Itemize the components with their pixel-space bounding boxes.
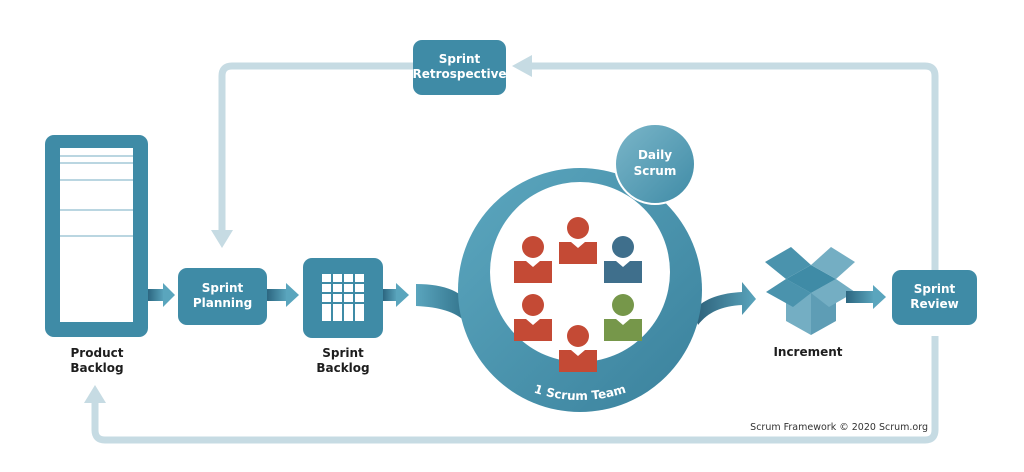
team-member-icon bbox=[604, 294, 642, 341]
team-member-icon bbox=[559, 217, 597, 264]
open-box-icon bbox=[765, 247, 855, 335]
review-to-retrospective-loop bbox=[512, 55, 939, 270]
grid-icon bbox=[322, 274, 364, 321]
scrum-team bbox=[514, 217, 642, 372]
sprint-backlog[interactable]: Sprint Backlog bbox=[303, 258, 383, 375]
sprint-exit-ribbon bbox=[694, 282, 756, 325]
flow-arrow-backlog-to-planning bbox=[148, 283, 175, 307]
copyright-footer: Scrum Framework © 2020 Scrum.org bbox=[750, 422, 928, 433]
sprint-retrospective-box bbox=[413, 40, 506, 95]
sprint-inner bbox=[490, 182, 670, 362]
daily-scrum[interactable]: Daily Scrum bbox=[614, 123, 696, 205]
sprint-backlog-label-line1: Sprint bbox=[322, 346, 364, 360]
daily-scrum-circle bbox=[614, 123, 696, 205]
sprint-backlog-label-line2: Backlog bbox=[316, 361, 369, 375]
flow-arrow-sprint-backlog-to-sprint bbox=[383, 283, 409, 307]
backlog-list-icon bbox=[60, 148, 133, 322]
sprint-retrospective[interactable]: Sprint Retrospective bbox=[412, 40, 507, 95]
product-backlog-label-line2: Backlog bbox=[70, 361, 123, 375]
sprint-review[interactable]: Sprint Review bbox=[892, 270, 977, 325]
sprint-review-label-line1: Sprint bbox=[914, 282, 956, 296]
team-member-icon bbox=[604, 236, 642, 283]
sprint-cycle[interactable]: 1 Scrum Team bbox=[458, 168, 702, 412]
sprint-planning[interactable]: Sprint Planning bbox=[178, 268, 267, 325]
sprint-review-box bbox=[892, 270, 977, 325]
product-backlog[interactable]: Product Backlog bbox=[45, 135, 148, 375]
arrow-up-icon bbox=[84, 385, 106, 403]
increment-label: Increment bbox=[773, 345, 842, 359]
product-backlog-label-line1: Product bbox=[71, 346, 124, 360]
increment[interactable]: Increment bbox=[765, 247, 855, 359]
scrum-team-label: 1 Scrum Team bbox=[533, 382, 628, 403]
team-member-icon bbox=[514, 236, 552, 283]
sprint-planning-box bbox=[178, 268, 267, 325]
sprint-review-label-line2: Review bbox=[910, 297, 959, 311]
sprint-retrospective-label-line2: Retrospective bbox=[412, 67, 506, 81]
team-member-icon bbox=[559, 325, 597, 372]
arrow-down-icon bbox=[211, 230, 233, 248]
review-to-product-backlog-loop bbox=[84, 336, 939, 444]
sprint-planning-label-line2: Planning bbox=[193, 296, 252, 310]
sprint-entry-ribbon bbox=[416, 284, 470, 322]
arrow-left-icon bbox=[512, 55, 532, 77]
daily-scrum-label-line1: Daily bbox=[638, 148, 672, 162]
sprint-backlog-box bbox=[303, 258, 383, 338]
flow-arrow-planning-to-sprint-backlog bbox=[267, 283, 299, 307]
flow-arrow-increment-to-review bbox=[846, 285, 886, 309]
sprint-retrospective-label-line1: Sprint bbox=[439, 52, 481, 66]
daily-scrum-label-line2: Scrum bbox=[634, 164, 677, 178]
team-member-icon bbox=[514, 294, 552, 341]
sprint-planning-label-line1: Sprint bbox=[202, 281, 244, 295]
retrospective-to-planning-loop bbox=[211, 62, 413, 248]
